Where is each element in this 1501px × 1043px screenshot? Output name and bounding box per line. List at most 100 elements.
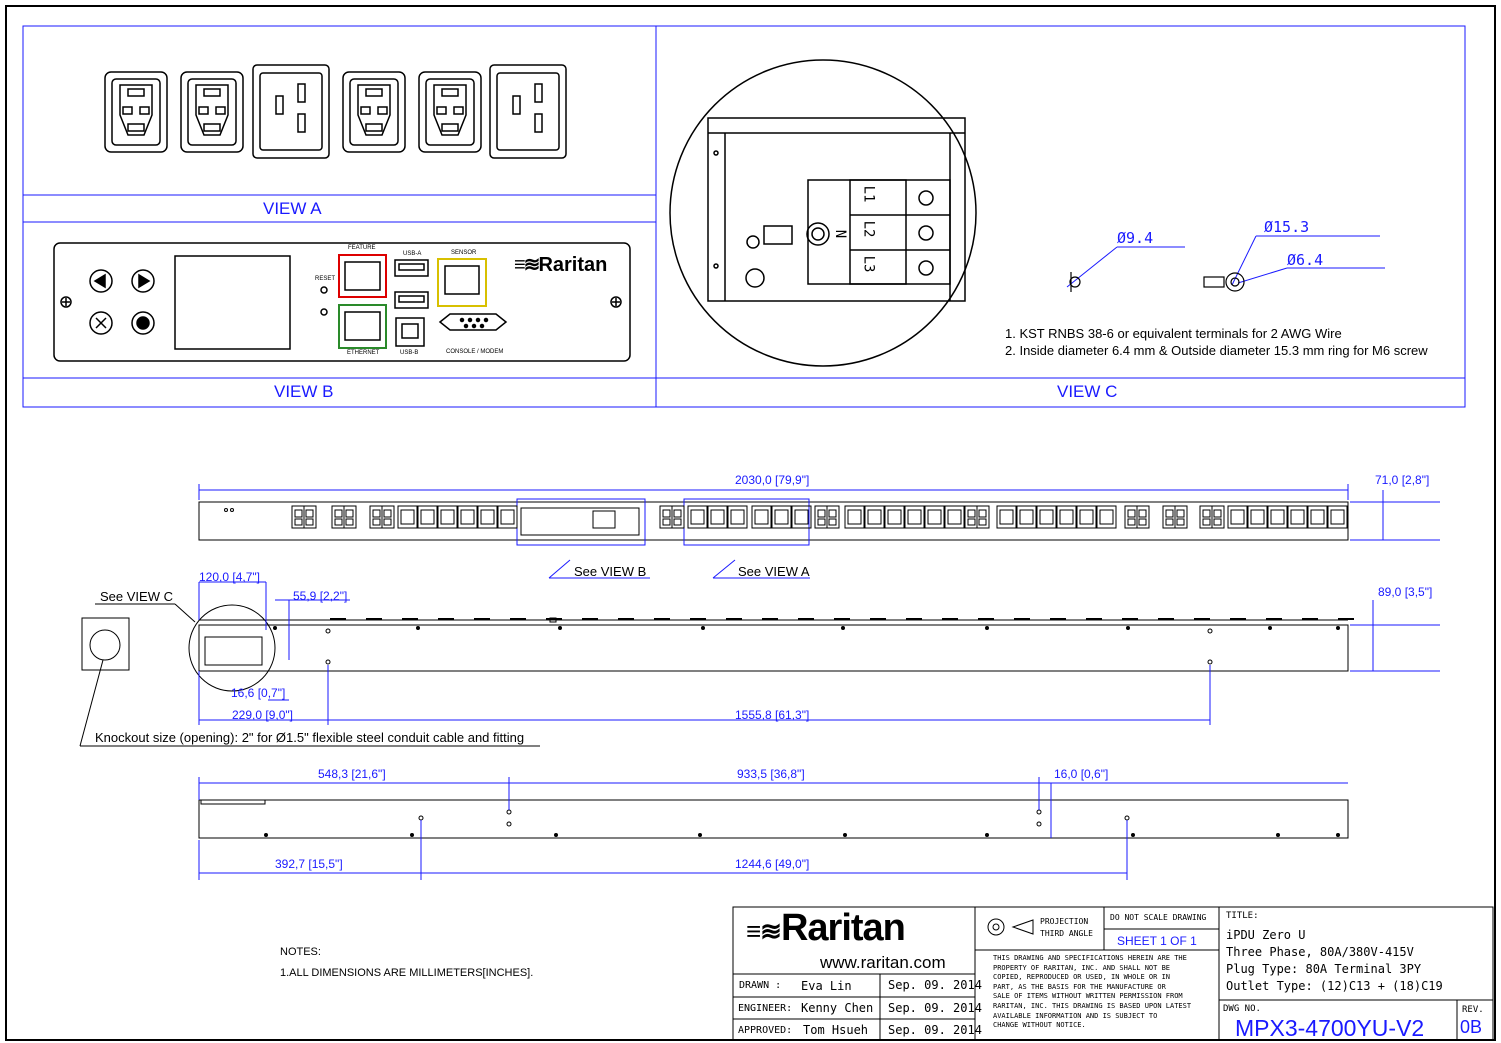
neutral-label: N bbox=[832, 229, 849, 239]
approved-label: APPROVED: bbox=[738, 1025, 793, 1036]
strip-outlet-icon bbox=[1076, 505, 1097, 529]
ring-terminal-shapes bbox=[1069, 272, 1245, 292]
view-b-label: VIEW B bbox=[274, 382, 334, 401]
rev-value: 0B bbox=[1460, 1017, 1483, 1037]
pdu-back-view bbox=[198, 799, 1349, 839]
view-b-panel bbox=[53, 242, 631, 362]
dim-55-9: 55,9 [2,2"] bbox=[293, 589, 348, 603]
raritan-panel-logo: ≡≋Raritan bbox=[514, 254, 608, 276]
knockout-callout: Knockout size (opening): 2" for Ø1.5" fl… bbox=[95, 730, 525, 745]
leader-lines bbox=[79, 603, 540, 747]
dim-933: 933,5 [36,8"] bbox=[737, 767, 805, 781]
strip-outlet-icon bbox=[1056, 505, 1077, 529]
view-c-note-1: 1. KST RNBS 38-6 or equivalent terminals… bbox=[1005, 326, 1342, 341]
usb-a-port-2 bbox=[394, 291, 429, 309]
title-block-logo: ≡≋Raritan bbox=[746, 907, 906, 949]
dim-overall-length: 2030,0 [79,9"] bbox=[735, 473, 810, 487]
strip-outlet-icon bbox=[1016, 505, 1037, 529]
view-c-note-2: 2. Inside diameter 6.4 mm & Outside diam… bbox=[1005, 343, 1428, 358]
console-label: CONSOLE / MODEM bbox=[446, 349, 504, 355]
mounting-holes bbox=[264, 626, 1340, 837]
dimension-lines bbox=[198, 484, 1440, 880]
approved-name: Tom Hsueh bbox=[803, 1023, 869, 1037]
strip-outlet-icon bbox=[477, 505, 498, 529]
strip-outlet-icon bbox=[884, 505, 905, 529]
strip-c13-pair-icon bbox=[1124, 505, 1150, 529]
pdu-front-view bbox=[198, 498, 1349, 546]
feature-port bbox=[338, 254, 387, 298]
strip-outlet-icon bbox=[864, 505, 885, 529]
views-frame bbox=[22, 25, 1466, 408]
dwg-no-label: DWG NO. bbox=[1223, 1004, 1261, 1014]
phase-l3-label: L3 bbox=[860, 255, 877, 273]
view-c-label: VIEW C bbox=[1057, 382, 1118, 401]
outlet-c13-icon bbox=[342, 71, 406, 153]
strip-outlet-icon bbox=[1227, 505, 1248, 529]
view-c-ring-terminals bbox=[1066, 235, 1385, 288]
strip-outlet-icon bbox=[1327, 505, 1348, 529]
strip-outlet-icon bbox=[771, 505, 792, 529]
lcd-display bbox=[174, 255, 291, 350]
strip-outlet-icon bbox=[1096, 505, 1117, 529]
strip-outlet-icon bbox=[727, 505, 748, 529]
dim-16-0: 16,0 [0,6"] bbox=[1054, 767, 1109, 781]
engineer-name: Kenny Chen bbox=[801, 1001, 874, 1015]
projection-line-2: THIRD ANGLE bbox=[1040, 929, 1093, 938]
dim-16-6: 16,6 [0,7"] bbox=[231, 686, 286, 700]
ethernet-port bbox=[338, 304, 387, 349]
see-view-c-callout: See VIEW C bbox=[100, 589, 173, 604]
title-label: TITLE: bbox=[1226, 911, 1259, 921]
dim-1555: 1555,8 [61,3"] bbox=[735, 708, 810, 722]
strip-c13-pair-icon bbox=[369, 505, 395, 529]
usb-b-port bbox=[395, 317, 425, 347]
sheet-border bbox=[5, 5, 1496, 1041]
view-c-terminal-detail bbox=[669, 59, 977, 367]
view-a-label: VIEW A bbox=[263, 199, 322, 218]
usb-b-label: USB-B bbox=[400, 350, 419, 356]
phase-l2-label: L2 bbox=[860, 220, 877, 238]
strip-c13-pair-icon bbox=[659, 505, 685, 529]
strip-c13-pair-icon bbox=[331, 505, 357, 529]
strip-outlet-icon bbox=[497, 505, 518, 529]
strip-outlet-icon bbox=[844, 505, 865, 529]
dim-depth: 89,0 [3,5"] bbox=[1378, 585, 1433, 599]
drawn-label: DRAWN : bbox=[739, 980, 782, 991]
approved-date: Sep. 09. 2014 bbox=[888, 1023, 982, 1037]
view-a-outlets bbox=[104, 64, 567, 159]
strip-outlet-icon bbox=[1307, 505, 1328, 529]
notes-heading: NOTES: bbox=[280, 946, 321, 958]
strip-c13-pair-icon bbox=[1162, 505, 1188, 529]
see-view-b-callout: See VIEW B bbox=[574, 564, 647, 579]
dim-120: 120,0 [4,7"] bbox=[199, 570, 260, 584]
dwg-number: MPX3-4700YU-V2 bbox=[1235, 1015, 1425, 1041]
right-arrow-icon bbox=[131, 269, 155, 293]
strip-outlet-icon bbox=[687, 505, 708, 529]
outlet-c19-icon bbox=[489, 64, 567, 159]
strip-outlet-icon bbox=[1267, 505, 1288, 529]
strip-outlet-icon bbox=[457, 505, 478, 529]
strip-c13-pair-icon bbox=[814, 505, 840, 529]
drawn-date: Sep. 09. 2014 bbox=[888, 978, 982, 992]
see-view-a-callout: See VIEW A bbox=[738, 564, 810, 579]
dia-15-3-label: Ø15.3 bbox=[1264, 218, 1310, 236]
outlet-c13-icon bbox=[104, 71, 168, 153]
rev-label: REV. bbox=[1462, 1005, 1484, 1015]
outlet-c19-icon bbox=[252, 64, 330, 159]
strip-outlet-icon bbox=[437, 505, 458, 529]
dim-548: 548,3 [21,6"] bbox=[318, 767, 386, 781]
strip-c13-pair-icon bbox=[964, 505, 990, 529]
strip-outlet-icon bbox=[924, 505, 945, 529]
strip-outlet-icon bbox=[944, 505, 965, 529]
strip-outlet-icon bbox=[751, 505, 772, 529]
ethernet-label: ETHERNET bbox=[347, 350, 380, 356]
strip-c13-pair-icon bbox=[291, 505, 317, 529]
console-port bbox=[438, 313, 508, 331]
strip-c13-pair-icon bbox=[1199, 505, 1225, 529]
title-block-frame bbox=[732, 906, 1494, 1041]
feature-label: FEATURE bbox=[348, 245, 376, 251]
outlet-c13-icon bbox=[418, 71, 482, 153]
sensor-port bbox=[437, 258, 487, 307]
engineer-label: ENGINEER: bbox=[738, 1003, 793, 1014]
strip-outlet-icon bbox=[791, 505, 812, 529]
